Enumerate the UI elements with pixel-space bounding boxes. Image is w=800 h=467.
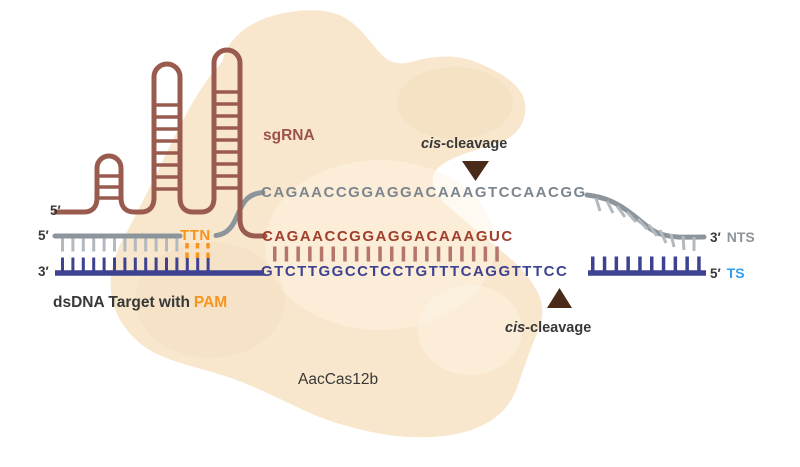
sgrna-5prime-label: 5′ (50, 203, 61, 218)
nts-strand-left (52, 233, 183, 252)
nts-name-label: NTS (726, 229, 755, 245)
nts-strand-right (584, 192, 707, 251)
sgrna-hairpin-rungs (99, 90, 238, 200)
sgrna-spacer-sequence: CAGAACCGGAGGACAAAGUC (262, 228, 514, 245)
ts-strand-left (55, 257, 264, 276)
cleavage-rest: -cleavage (441, 136, 508, 152)
sgrna-label: sgRNA (263, 127, 315, 144)
protein-inner-shade (418, 285, 522, 375)
ts-5prime-label: 5′ (710, 266, 721, 281)
protein-name-label: AacCas12b (298, 371, 379, 388)
pam-word: PAM (193, 294, 228, 311)
cis-cleavage-label-top: cis-cleavage (421, 137, 507, 152)
nts-3prime-end: 3′ NTS (710, 230, 755, 246)
cis-cleavage-arrow-top (462, 161, 489, 181)
cis-cleavage-arrow-bottom (547, 288, 572, 308)
ts-strand-right (588, 256, 706, 276)
ts-sequence: GTCTTGGCCTCCTGTTTCAGGTTTCC (261, 263, 569, 280)
nts-unwound-sequence: CAGAACCGGAGGACAAAGTCCAACGG (261, 184, 587, 201)
nts-3prime-label: 3′ (710, 230, 721, 245)
pam-pairing-dashes (185, 243, 210, 258)
nts-5prime-label: 5′ (38, 228, 49, 243)
protein-inner-shade (265, 160, 495, 330)
cis-italic: cis (505, 320, 526, 336)
cis-italic: cis (421, 136, 442, 152)
sgrna-scaffold (53, 47, 268, 239)
ts-5prime-end: 5′ TS (710, 266, 745, 282)
ts-name-label: TS (726, 265, 745, 281)
ts-3prime-label: 3′ (38, 264, 49, 279)
protein-inner-shade (397, 67, 513, 139)
cis-cleavage-label-bottom: cis-cleavage (505, 321, 591, 336)
dsdna-target-prefix: dsDNA Target with (53, 294, 190, 311)
cleavage-rest: -cleavage (525, 320, 592, 336)
pam-ttn-label: TTN (180, 227, 211, 244)
